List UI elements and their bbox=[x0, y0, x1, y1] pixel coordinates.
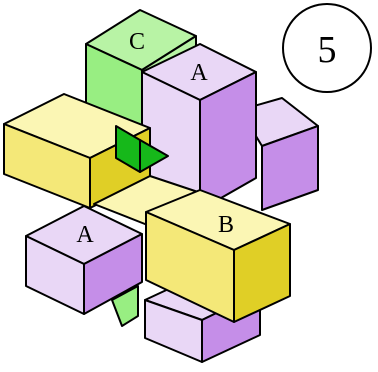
yellow-piece-b bbox=[145, 189, 291, 323]
label-a-top: A bbox=[190, 60, 208, 86]
purple-piece-a-top bbox=[141, 43, 257, 211]
step-number-badge: 5 bbox=[282, 3, 372, 93]
green-notch bbox=[115, 125, 169, 173]
label-a-lower: A bbox=[76, 222, 94, 248]
label-b: B bbox=[218, 212, 234, 238]
green-piece-bottom bbox=[111, 285, 139, 327]
label-c: C bbox=[129, 29, 145, 55]
purple-piece-right bbox=[239, 97, 319, 211]
purple-piece-a-lower bbox=[25, 205, 143, 315]
step-number: 5 bbox=[318, 29, 337, 71]
step-circle bbox=[282, 3, 372, 93]
